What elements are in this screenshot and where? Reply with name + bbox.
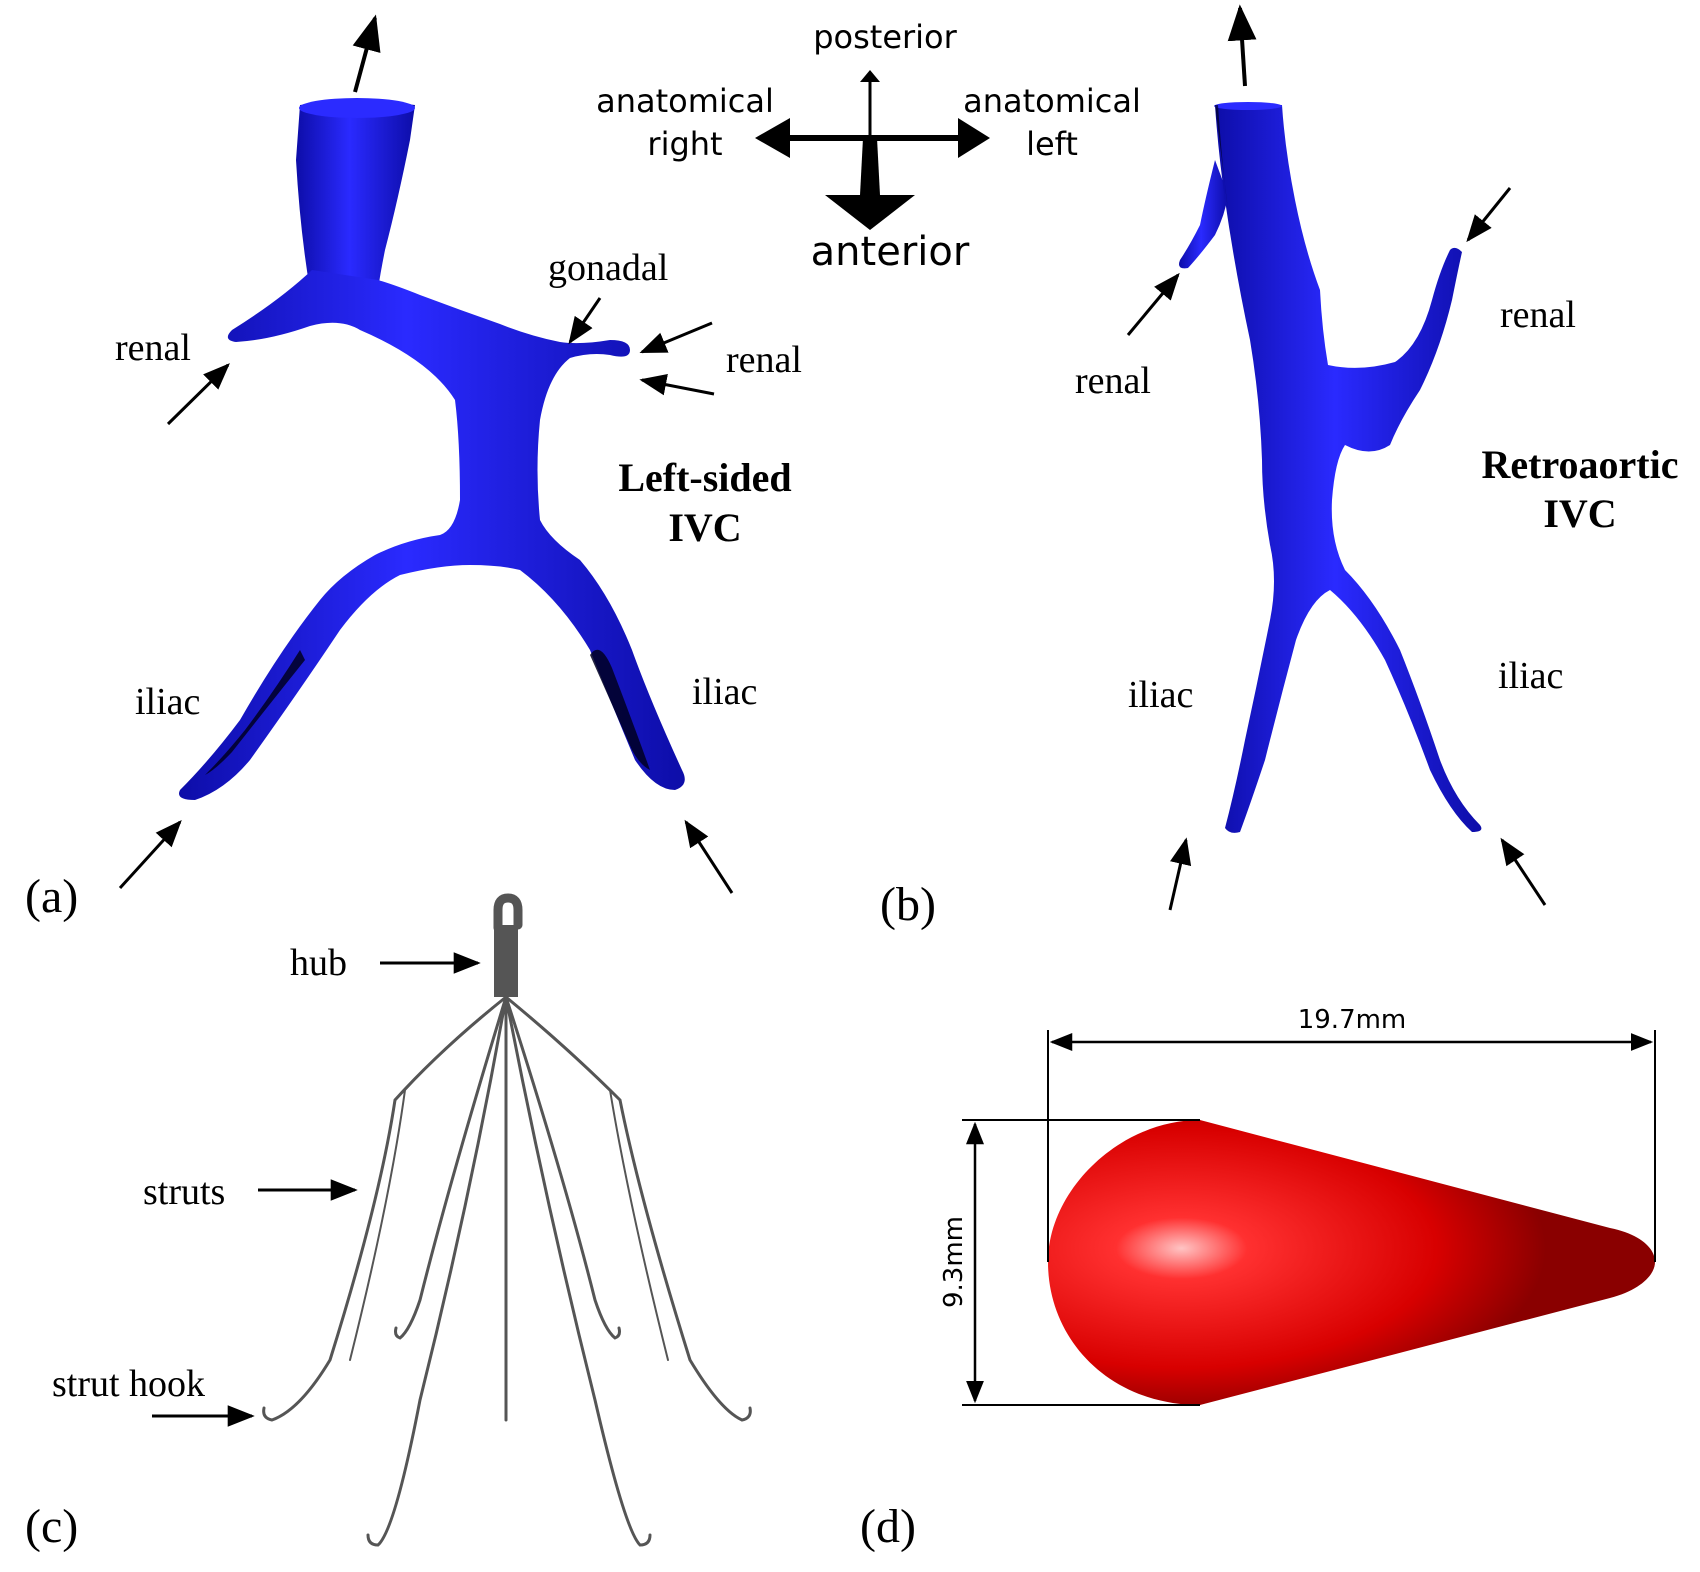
outflow-arrow	[352, 14, 381, 93]
posterior-label: posterior	[813, 18, 957, 56]
panel-b-title-line1: Retroaortic	[1482, 442, 1679, 487]
panel-b-iliac-left-label: iliac	[1498, 655, 1563, 697]
filter-strut-outer-right	[504, 995, 752, 1422]
ivc-main-body	[179, 270, 685, 800]
anatomical-right-label-line1: anatomical	[596, 82, 774, 120]
compass-anterior-shaft	[860, 138, 880, 195]
renal-left-inflow-arrow-upper	[639, 321, 713, 354]
renal-left-inflow-arrow-lower	[639, 374, 715, 396]
trunk-left-edge-shadow	[1215, 105, 1228, 210]
iliac-left-shadow	[590, 649, 650, 770]
anatomical-right-label-line2: right	[647, 125, 722, 163]
iliac-right-inflow-arrow	[118, 820, 182, 890]
panel-b-renal-left-label: renal	[1500, 294, 1576, 336]
panel-b-iliac-right-label: iliac	[1128, 674, 1193, 716]
blood-clot-shape	[1048, 1120, 1655, 1405]
filter-strut-outer-left-2	[349, 996, 507, 1361]
ivc-filter	[262, 893, 752, 1547]
compass-left-arrowhead	[958, 118, 990, 158]
iliac-right-shadow	[205, 650, 305, 775]
panel-a-title-line2: IVC	[668, 505, 741, 550]
filter-hub-hook	[493, 893, 523, 933]
panel-a-iliac-left-label: iliac	[692, 671, 757, 713]
ivc-top-opening-b	[1214, 102, 1282, 110]
anterior-label: anterior	[811, 229, 970, 275]
filter-strut-long-right	[504, 995, 652, 1547]
filter-strut-mid-right	[504, 995, 621, 1340]
retroaortic-ivc-vessel	[1179, 102, 1482, 833]
ivc-top-opening	[299, 98, 415, 118]
compass-anterior-arrowhead	[825, 195, 915, 230]
renal-right-inflow-arrow	[166, 363, 230, 426]
renal-right-branch	[1179, 160, 1228, 269]
width-dimension-label: 19.7mm	[1298, 1005, 1407, 1035]
panel-c-struts-label: struts	[143, 1171, 225, 1213]
panel-d: 19.7mm 9.3mm (d)	[860, 1005, 1656, 1553]
panel-a-iliac-right-label: iliac	[135, 681, 200, 723]
iliac-left-inflow-arrow	[684, 819, 734, 894]
panel-b-renal-right-label: renal	[1075, 360, 1151, 402]
filter-strut-outer-right-2	[505, 996, 669, 1361]
left-sided-ivc-vessel	[179, 98, 685, 800]
panel-a-title-line1: Left-sided	[618, 455, 791, 500]
panel-c-strut-hook-label: strut hook	[52, 1363, 205, 1405]
outflow-arrow-b	[1227, 4, 1257, 87]
filter-strut-long-left	[366, 995, 508, 1547]
panel-a-letter: (a)	[25, 870, 78, 923]
renal-left-inflow-arrow-b	[1466, 187, 1512, 243]
height-dimension-label: 9.3mm	[939, 1216, 969, 1308]
panel-c-letter: (c)	[25, 1500, 78, 1553]
iliac-left-inflow-arrow-b	[1500, 837, 1547, 906]
panel-a: renal gonadal renal Left-sided IVC iliac…	[25, 14, 802, 923]
panel-b-letter: (b)	[880, 878, 936, 931]
panel-b: renal renal Retroaortic IVC iliac iliac …	[880, 4, 1679, 931]
ivc-main-trunk	[1215, 105, 1482, 833]
panel-b-title-line2: IVC	[1543, 491, 1616, 536]
filter-strut-mid-left	[394, 995, 508, 1340]
renal-right-inflow-arrow-b	[1126, 272, 1180, 336]
anatomical-left-label-line1: anatomical	[963, 82, 1141, 120]
anatomical-left-label-line2: left	[1026, 125, 1078, 163]
panel-a-renal-left-label: renal	[726, 339, 802, 381]
panel-c-hub-label: hub	[290, 942, 347, 984]
iliac-right-inflow-arrow-b	[1168, 837, 1192, 911]
panel-a-gonadal-label: gonadal	[548, 247, 668, 289]
orientation-compass: posterior anatomical right anatomical le…	[596, 18, 1141, 275]
compass-posterior-arrowhead	[860, 70, 880, 82]
ivc-top-segment	[296, 101, 415, 290]
filter-hub	[494, 925, 518, 997]
panel-c: hub struts strut hook (c)	[25, 893, 752, 1553]
panel-d-letter: (d)	[860, 1500, 916, 1553]
gonadal-arrow	[568, 297, 602, 345]
compass-right-arrowhead	[755, 118, 790, 158]
panel-a-renal-right-label: renal	[115, 327, 191, 369]
